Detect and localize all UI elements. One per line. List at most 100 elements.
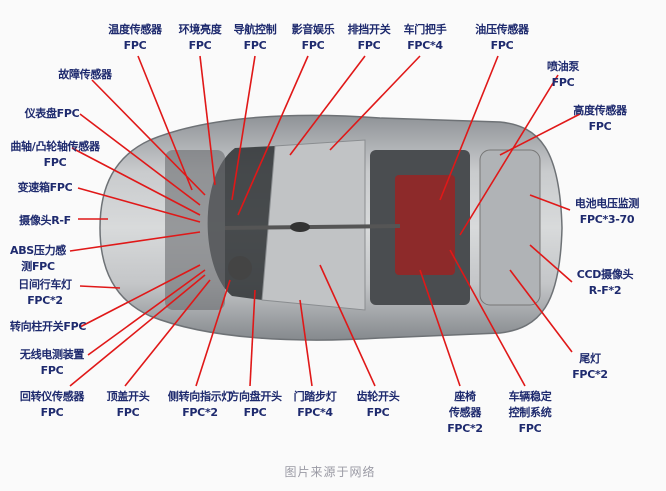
leader-line [329,55,421,151]
leader-line [509,269,573,353]
callout-text: 环境亮度 [178,23,222,36]
callout-text: FPC*2 [572,368,608,381]
leader-line [79,285,121,289]
callout-label-left-7: 转向柱开关FPC [9,319,87,335]
callout-label-top-3: 影音娱乐 FPC [292,22,335,54]
callout-label-left-4: 摄像头R-F [19,213,71,229]
callout-text: FPC*2 [447,422,483,435]
callout-label-right-3: CCD摄像头 R-F*2 [576,267,634,299]
callout-label-left-2: 曲轴/凸轮轴传感器 FPC [10,139,100,171]
callout-text: FPC [588,120,612,133]
callout-text: 日间行车灯 [18,278,72,291]
callout-text: 高度传感器 [573,104,627,117]
callout-text: 车门把手 [403,23,447,36]
callout-text: FPC*4 [407,39,443,52]
callout-label-left-0: 故障传感器 [58,67,112,83]
leader-line [499,113,581,156]
leader-line [195,279,231,387]
callout-text: 排挡开关 [347,23,391,36]
callout-label-bottom-0: 回转仪传感器 FPC [19,389,85,421]
callout-text: 仪表盘FPC [24,107,80,120]
callout-text: FPC [40,406,64,419]
callout-label-right-1: 高度传感器 FPC [573,103,627,135]
leader-line [231,55,256,201]
callout-text: 无线电测装置 [19,348,85,361]
callout-label-top-2: 导航控制 FPC [234,22,277,54]
callout-text: 变速箱FPC [17,181,73,194]
leader-line [319,264,376,387]
callout-text: 尾灯 [579,352,601,365]
leader-line [87,269,206,356]
leader-line [124,279,211,387]
callout-text: 转向柱开关FPC [9,320,87,333]
callout-text: FPC [243,406,267,419]
callout-text: 门踏步灯 [293,390,337,403]
callout-text: 座椅 [454,390,476,403]
leader-line [419,269,461,387]
leader-line [529,244,573,283]
callout-text: 导航控制 [233,23,277,36]
leader-line [69,274,206,387]
callout-text: FPC [188,39,212,52]
callout-text: FPC [243,39,267,52]
callout-text: 喷油泵 [546,60,580,73]
callout-text: FPC [116,406,140,419]
callout-text: FPC [518,422,542,435]
leader-line [199,55,216,186]
callout-text: 传感器 [448,406,482,419]
callout-text: FPC [40,364,64,377]
callout-label-right-0: 喷油泵 FPC [547,59,579,91]
leader-line [249,289,256,387]
leader-line [299,299,313,387]
leader-line [77,187,201,223]
leader-line [137,55,193,191]
leader-line [91,79,206,196]
callout-label-left-6: 日间行车灯 FPC*2 [18,277,72,309]
callout-label-right-2: 电池电压监测 FPC*3-70 [574,196,640,228]
leader-line [289,55,366,156]
callout-text: FPC*2 [27,294,63,307]
callout-label-left-5: ABS压力感测FPC [10,243,66,275]
callout-label-bottom-3: 方向盘开头 FPC [228,389,282,421]
callout-text: 方向盘开头 [228,390,282,403]
engine-icon [395,175,455,275]
callout-text: 车辆稳定 [508,390,552,403]
callout-text: 温度传感器 [108,23,162,36]
callout-text: 故障传感器 [58,68,112,81]
leader-line [439,55,499,201]
callout-text: FPC [43,156,67,169]
leader-line [237,55,309,216]
callout-text: FPC [551,76,575,89]
leader-line [71,147,201,216]
callout-label-left-8: 无线电测装置 FPC [19,347,85,379]
callout-text: CCD摄像头 [576,268,634,281]
callout-text: 电池电压监测 [574,197,640,210]
callout-text: 影音娱乐 [291,23,335,36]
callout-text: FPC [357,39,381,52]
callout-label-bottom-6: 座椅传感器 FPC*2 [447,389,483,437]
callout-text: R-F*2 [588,284,622,297]
callout-text: 回转仪传感器 [19,390,85,403]
callout-text: 齿轮开头 [356,390,400,403]
callout-label-bottom-5: 齿轮开头 FPC [357,389,400,421]
callout-text: FPC [366,406,390,419]
callout-label-right-4: 尾灯 FPC*2 [572,351,608,383]
callout-label-bottom-7: 车辆稳定控制系统 FPC [509,389,552,437]
callout-text: 曲轴/凸轮轴传感器 [10,140,100,153]
callout-label-top-0: 温度传感器 FPC [108,22,162,54]
image-source-caption: 图片来源于网络 [284,465,376,479]
callout-text: 控制系统 [508,406,552,419]
callout-text: FPC [301,39,325,52]
callout-label-top-1: 环境亮度 FPC [179,22,222,54]
callout-text: 摄像头R-F [19,214,71,227]
leader-line [459,74,559,236]
callout-text: FPC*3-70 [579,213,635,226]
callout-text: FPC [123,39,147,52]
leader-line [79,113,201,206]
leader-line [69,231,201,252]
